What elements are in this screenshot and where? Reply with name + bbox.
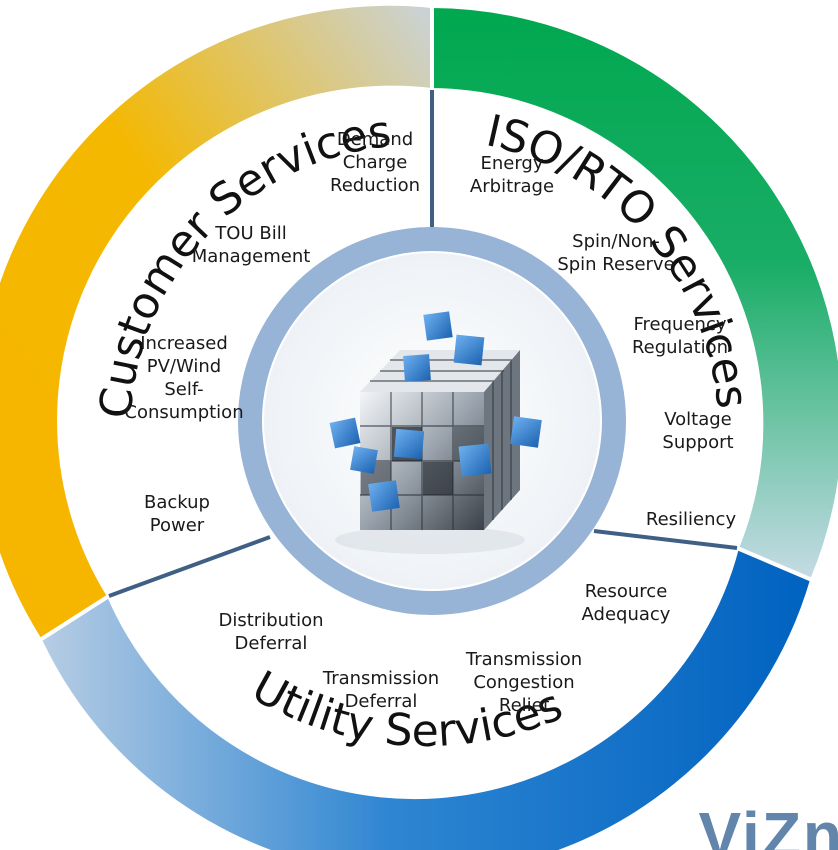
utility-services-segment: [37, 545, 815, 850]
frequency-regulation-label: Frequency Regulation: [631, 314, 729, 358]
demand-charge-reduction-label: Demand Charge Reduction: [330, 129, 420, 196]
resiliency-label: Resiliency: [645, 509, 737, 530]
energy-arbitrage-label: Energy Arbitrage: [469, 153, 555, 197]
distribution-deferral-label: Distribution Deferral: [218, 610, 324, 654]
transmission-congestion-relief-label: Transmission Congestion Relief: [465, 649, 583, 716]
spin-reserve-label: Spin/Non- Spin Reserve: [557, 231, 675, 275]
brand-logo-text: ViZn: [698, 799, 838, 850]
pv-wind-self-consumption-label: Increased PV/Wind Self- Consumption: [124, 333, 244, 423]
divider-left: [108, 535, 271, 598]
floating-blue-cubes: [329, 311, 542, 512]
transmission-deferral-label: Transmission Deferral: [322, 668, 440, 712]
voltage-support-label: Voltage Support: [662, 409, 734, 453]
inner-ring: [238, 227, 626, 615]
divider-right: [593, 529, 738, 550]
resource-adequacy-label: Resource Adequacy: [581, 581, 671, 625]
cube-illustration: [329, 311, 542, 554]
customer-services-segment: [0, 1, 434, 643]
backup-power-label: Backup Power: [144, 492, 210, 536]
tou-bill-management-label: TOU Bill Management: [191, 223, 311, 267]
